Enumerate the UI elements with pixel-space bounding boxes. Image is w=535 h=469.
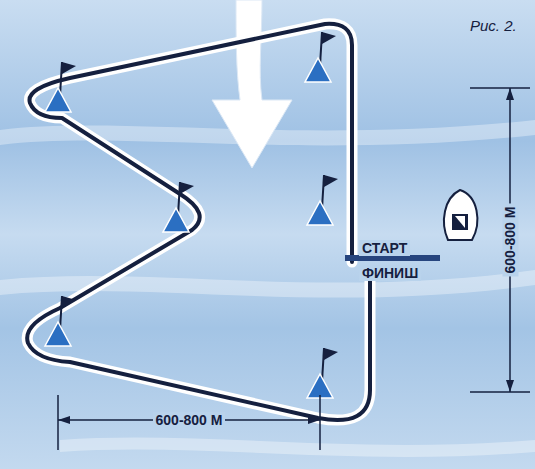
buoy-flag (45, 62, 76, 112)
buoy-flag (305, 32, 336, 82)
course-label: СТАРТ (359, 240, 410, 256)
figure-caption: Рис. 2. (470, 18, 517, 33)
buoy-flag (163, 182, 194, 232)
course-label: ФИНИШ (359, 265, 421, 281)
buoy-flag (307, 175, 338, 225)
course-track (27, 24, 370, 420)
dimension-label: 600-800 М (153, 412, 226, 428)
judge-boat (444, 190, 477, 240)
direction-arrow (352, 140, 353, 160)
dimension-arrowheads (58, 88, 514, 424)
buoys (45, 32, 338, 398)
dimension-lines (58, 88, 530, 450)
track-core (27, 24, 370, 420)
dimension-label: 600-800 М (502, 204, 518, 277)
buoy-flag (307, 348, 338, 398)
buoy-flag (45, 296, 76, 346)
wind-arrow (212, 0, 292, 168)
